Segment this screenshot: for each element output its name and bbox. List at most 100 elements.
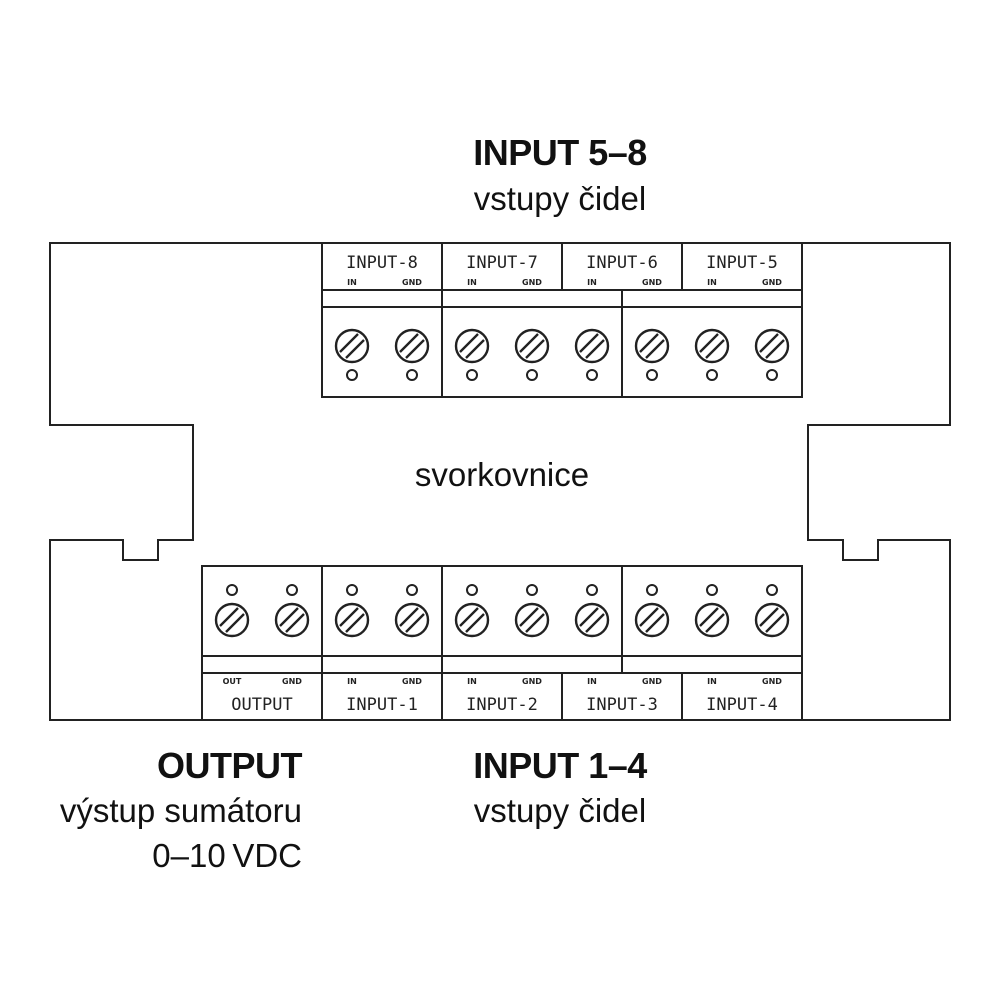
bottom-caption-title: INPUT 1–4 [473,745,647,786]
wire-hole-icon [646,584,658,596]
top-terminal-sublabel: GND [522,278,542,287]
screw-terminal-icon [694,328,730,364]
bottom-terminal-sublabel: GND [282,677,302,686]
top-caption-title: INPUT 5–8 [473,132,647,173]
top-terminal-sublabel: IN [467,278,477,287]
bottom-caption-subtitle: vstupy čidel [473,792,647,829]
top-caption-subtitle: vstupy čidel [473,180,647,217]
screw-slot-line [459,607,479,627]
wire-hole-icon [766,584,778,596]
screw-slot-line [585,613,605,633]
screw-terminal-icon [634,328,670,364]
wire-hole-icon [706,584,718,596]
bottom-terminal-label: INPUT-1 [346,695,418,715]
screw-terminal-icon [334,602,370,638]
screw-slot-line [225,613,245,633]
screw-slot-line [765,339,785,359]
screw-slot-line [525,613,545,633]
screw-slot-line [285,613,305,633]
screw-terminal-icon [394,602,430,638]
screw-slot-line [519,607,539,627]
wire-hole-icon [286,584,298,596]
screw-terminal-icon [574,328,610,364]
screw-slot-line [465,613,485,633]
wire-hole-icon [226,584,238,596]
top-terminal-block [321,242,803,398]
wire-hole-icon [526,584,538,596]
top-terminal-sublabel: IN [707,278,717,287]
output-caption-line1: výstup sumátoru [59,792,302,829]
top-terminal-sublabel: IN [587,278,597,287]
bottom-terminal-sublabel: IN [347,677,357,686]
screw-terminal-icon [694,602,730,638]
bottom-block-outline [201,565,803,721]
screw-slot-line [339,333,359,353]
screw-slot-line [705,339,725,359]
wire-hole-icon [706,369,718,381]
bottom-terminal-sublabel: IN [467,677,477,686]
top-terminal-label: INPUT-8 [346,253,418,273]
screw-slot-line [585,339,605,359]
wire-hole-icon [766,369,778,381]
screw-terminal-icon [454,602,490,638]
screw-terminal-icon [334,328,370,364]
top-terminal-label: INPUT-7 [466,253,538,273]
wire-hole-icon [526,369,538,381]
screw-slot-line [699,333,719,353]
screw-slot-line [579,607,599,627]
center-caption: svorkovnice [414,456,590,493]
screw-slot-line [759,333,779,353]
screw-slot-line [519,333,539,353]
wire-hole-icon [346,369,358,381]
screw-slot-line [759,607,779,627]
screw-terminal-icon [454,328,490,364]
bottom-terminal-sublabel: GND [402,677,422,686]
screw-slot-line [459,333,479,353]
screw-terminal-icon [274,602,310,638]
bottom-terminal-sublabel: GND [522,677,542,686]
screw-terminal-icon [394,328,430,364]
screw-terminals [214,328,790,638]
wire-hole-icon [406,369,418,381]
screw-terminal-icon [634,602,670,638]
screw-slot-line [465,339,485,359]
screw-slot-line [339,607,359,627]
screw-slot-line [405,613,425,633]
wire-hole-icon [646,369,658,381]
wire-hole-icon [466,584,478,596]
screw-slot-line [405,339,425,359]
wire-hole-icon [346,584,358,596]
top-terminal-label: INPUT-6 [586,253,658,273]
screw-slot-line [219,607,239,627]
bottom-terminal-label: INPUT-3 [586,695,658,715]
screw-slot-line [699,607,719,627]
wire-hole-icon [586,369,598,381]
screw-terminal-icon [754,328,790,364]
bottom-terminal-label: INPUT-4 [706,695,778,715]
screw-slot-line [345,339,365,359]
screw-terminal-icon [514,328,550,364]
screw-slot-line [645,613,665,633]
screw-slot-line [645,339,665,359]
bottom-terminal-label: INPUT-2 [466,695,538,715]
wire-hole-icon [586,584,598,596]
screw-slot-line [399,607,419,627]
screw-slot-line [639,607,659,627]
top-terminal-sublabel: GND [762,278,782,287]
screw-slot-line [765,613,785,633]
bottom-terminal-sublabel: GND [762,677,782,686]
bottom-terminal-label: OUTPUT [231,695,292,715]
screw-slot-line [579,333,599,353]
screw-terminal-icon [214,602,250,638]
top-terminal-sublabel: GND [402,278,422,287]
screw-slot-line [705,613,725,633]
top-terminal-sublabel: GND [642,278,662,287]
screw-slot-line [639,333,659,353]
screw-slot-line [525,339,545,359]
bottom-terminal-sublabel: IN [707,677,717,686]
top-terminal-sublabel: IN [347,278,357,287]
wire-hole-icon [466,369,478,381]
top-terminal-label: INPUT-5 [706,253,778,273]
output-caption-line2: 0–10 VDC [152,837,302,874]
